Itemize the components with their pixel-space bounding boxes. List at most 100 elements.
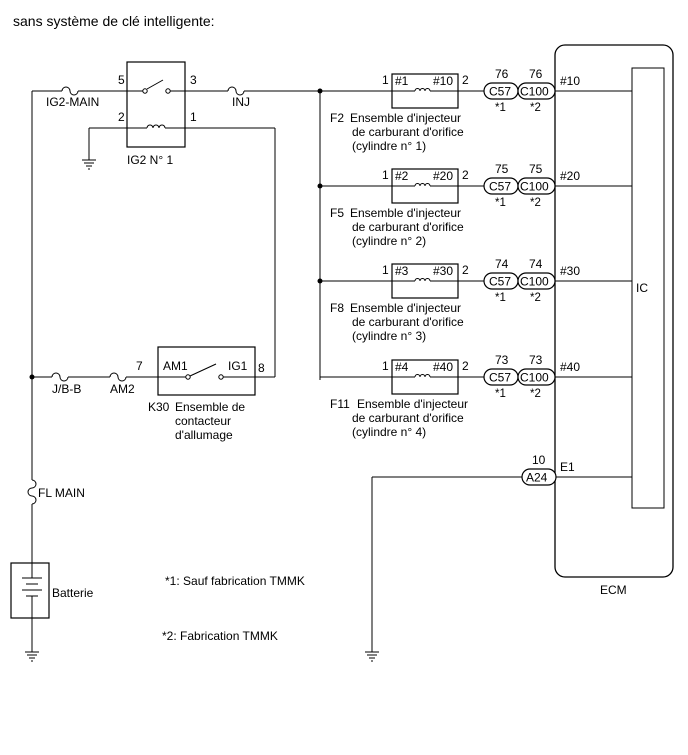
- relay-pin-2: 2: [118, 110, 125, 124]
- c100-pin: 75: [529, 162, 543, 176]
- connector-c57-label: C57: [489, 275, 511, 289]
- injector-desc-3: (cylindre n° 1): [352, 139, 426, 153]
- relay-pin-1: 1: [190, 110, 197, 124]
- c100-pin: 74: [529, 257, 543, 271]
- connector-c100-label: C100: [520, 275, 549, 289]
- ign-switch-contact: [189, 363, 217, 377]
- c57-pin: 74: [495, 257, 509, 271]
- injector-desc-3: (cylindre n° 3): [352, 329, 426, 343]
- ign-ig1-label: IG1: [228, 359, 248, 373]
- injector-ref: F5: [330, 206, 344, 220]
- relay-switch-contact: [146, 79, 164, 90]
- injector-in-label: #2: [395, 169, 409, 183]
- note-star2: *2: Fabrication TMMK: [162, 629, 278, 643]
- injector-desc-3: (cylindre n° 2): [352, 234, 426, 248]
- c57-star-note: *1: [495, 292, 506, 304]
- c100-star-note: *2: [530, 388, 541, 400]
- injector-ref: F2: [330, 111, 344, 125]
- c57-pin: 76: [495, 67, 509, 81]
- fuse-am2-label: AM2: [110, 382, 135, 396]
- battery-label: Batterie: [52, 586, 94, 600]
- fuse-jb-b-label: J/B-B: [52, 382, 81, 396]
- ecm-pin-label: #40: [560, 360, 580, 374]
- injector-coil-icon: [414, 374, 431, 378]
- relay-name: IG2 N° 1: [127, 153, 173, 167]
- connector-c57-label: C57: [489, 371, 511, 385]
- ign-desc-1: Ensemble de: [175, 400, 245, 414]
- fl-main-fuse-icon: [27, 479, 37, 505]
- injector-in-label: #1: [395, 74, 409, 88]
- injector-desc-3: (cylindre n° 4): [352, 425, 426, 439]
- injector-coil-icon: [414, 183, 431, 187]
- injector-out-label: #20: [433, 169, 453, 183]
- ecm-ic-box: [631, 67, 665, 509]
- injector-ref: F11: [330, 397, 350, 411]
- connector-c100-label: C100: [520, 371, 549, 385]
- ecm-label: ECM: [600, 583, 627, 597]
- injector-coil-icon: [414, 88, 431, 92]
- injector-desc-1: Ensemble d'injecteur: [350, 111, 461, 125]
- ecm-pin-label: #30: [560, 264, 580, 278]
- injector-desc-2: de carburant d'orifice: [352, 411, 464, 425]
- injector-out-label: #10: [433, 74, 453, 88]
- note-star1: *1: Sauf fabrication TMMK: [165, 574, 305, 588]
- ign-desc-3: d'allumage: [175, 428, 233, 442]
- injector-desc-2: de carburant d'orifice: [352, 315, 464, 329]
- ig2-relay-box: [126, 61, 186, 148]
- ign-pin-7: 7: [136, 359, 143, 373]
- ignition-switch-box: [157, 346, 256, 396]
- ecm-e1-label: E1: [560, 460, 575, 474]
- ecm-pin-label: #10: [560, 74, 580, 88]
- ign-ref: K30: [148, 400, 170, 414]
- c57-star-note: *1: [495, 388, 506, 400]
- a24-pin-10: 10: [532, 453, 546, 467]
- c100-pin: 76: [529, 67, 543, 81]
- c100-star-note: *2: [530, 197, 541, 209]
- connector-a24: [521, 468, 557, 486]
- ground-icon-ecm: [365, 651, 379, 662]
- fl-main-label: FL MAIN: [38, 486, 85, 500]
- injector-pin-out: 2: [462, 168, 469, 182]
- injector-pin-in: 1: [382, 168, 389, 182]
- battery-icon: [22, 563, 42, 618]
- injector-out-label: #30: [433, 264, 453, 278]
- relay-pin-3: 3: [190, 73, 197, 87]
- injector-desc-1: Ensemble d'injecteur: [357, 397, 468, 411]
- injector-desc-1: Ensemble d'injecteur: [350, 301, 461, 315]
- injector-desc-2: de carburant d'orifice: [352, 125, 464, 139]
- c57-star-note: *1: [495, 102, 506, 114]
- connector-c100-label: C100: [520, 180, 549, 194]
- fuse-inj-label: INJ: [232, 95, 250, 109]
- relay-coil-icon: [146, 124, 166, 129]
- injector-out-label: #40: [433, 360, 453, 374]
- injector-pin-in: 1: [382, 263, 389, 277]
- relay-pin-5: 5: [118, 73, 125, 87]
- ecm-ic-label: IC: [636, 281, 648, 295]
- ig2-main-fuse-icon: [61, 86, 79, 96]
- c57-pin: 73: [495, 353, 509, 367]
- ground-icon-battery: [25, 651, 39, 662]
- ign-pin-8: 8: [258, 361, 265, 375]
- injector-desc-1: Ensemble d'injecteur: [350, 206, 461, 220]
- injector-pin-in: 1: [382, 359, 389, 373]
- injector-in-label: #4: [395, 360, 409, 374]
- injector-pin-out: 2: [462, 73, 469, 87]
- injector-desc-2: de carburant d'orifice: [352, 220, 464, 234]
- c100-star-note: *2: [530, 292, 541, 304]
- connector-c57-label: C57: [489, 85, 511, 99]
- injector-pin-out: 2: [462, 359, 469, 373]
- c57-pin: 75: [495, 162, 509, 176]
- c100-star-note: *2: [530, 102, 541, 114]
- connector-a24-label: A24: [526, 471, 548, 485]
- connector-c100-label: C100: [520, 85, 549, 99]
- ign-desc-2: contacteur: [175, 414, 231, 428]
- jb-b-fuse-icon: [51, 372, 69, 382]
- injector-coil-icon: [414, 278, 431, 282]
- connector-c57-label: C57: [489, 180, 511, 194]
- diagram-title: sans système de clé intelligente:: [13, 13, 215, 29]
- c57-star-note: *1: [495, 197, 506, 209]
